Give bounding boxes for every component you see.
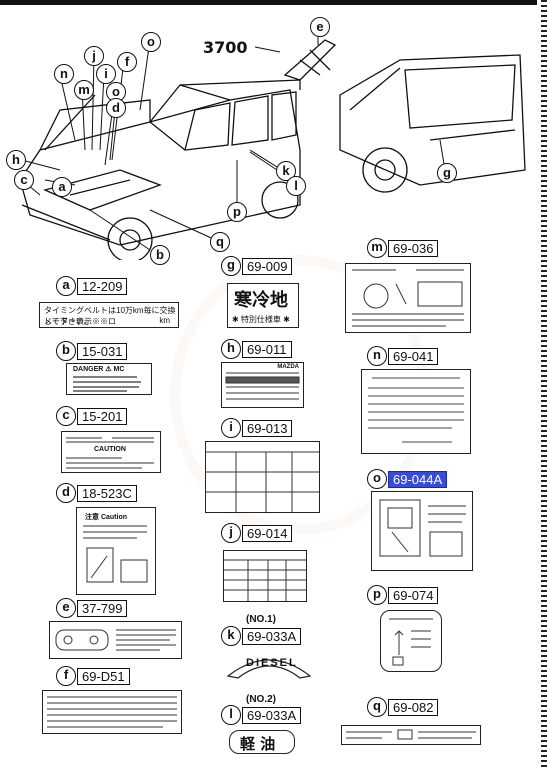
plate-o-diagram [379, 499, 466, 557]
vehicle-illustration [13, 32, 526, 260]
callout-m: m [74, 80, 94, 100]
label-e-letter: e [56, 598, 76, 618]
label-e-code: 37-799 [77, 600, 128, 617]
plate-a-line1: タイミングベルトは10万km毎に交換して下さい。 [44, 306, 176, 326]
plate-d-title: 注意 Caution [85, 514, 127, 521]
callout-f: f [117, 52, 137, 72]
callout-d: d [106, 98, 126, 118]
label-f-code: 69-D51 [77, 668, 130, 685]
plate-n-text-lines [368, 377, 464, 443]
label-k-note: (NO.1) [246, 614, 276, 625]
callout-p-top: o [141, 32, 161, 52]
callout-q: q [210, 232, 230, 252]
label-g-code: 69-009 [242, 258, 293, 275]
callout-l: l [286, 176, 306, 196]
label-k-code: 69-033A [242, 628, 302, 645]
plate-g-small: ✱ 特別仕様車 ✱ [232, 315, 290, 324]
label-o-code: 69-044A [388, 471, 448, 488]
plate-j-table [224, 559, 306, 601]
label-a-code: 12-209 [77, 278, 128, 295]
plate-c: CAUTION [61, 431, 161, 473]
label-h-letter: h [221, 339, 241, 359]
plate-m-diagram [352, 269, 464, 327]
plate-f [42, 690, 182, 734]
label-o-letter: o [367, 469, 387, 489]
label-p-code: 69-074 [388, 587, 439, 604]
callout-a: a [52, 177, 72, 197]
plate-p-diagram [389, 618, 433, 666]
callout-h: h [6, 150, 26, 170]
plate-f-grid [47, 696, 177, 728]
plate-a: タイミングベルトは10万km毎に交換して下さい。 メーター表示※※ロ km [39, 302, 179, 328]
label-j-code: 69-014 [242, 525, 293, 542]
label-h-code: 69-011 [242, 341, 292, 358]
plate-l: 軽 油 [229, 730, 295, 754]
label-g-letter: g [221, 256, 241, 276]
callout-e: e [310, 17, 330, 37]
plate-a-mark: km [159, 316, 170, 325]
plate-i [205, 441, 320, 513]
label-n-letter: n [367, 346, 387, 366]
plate-g: 寒冷地 ✱ 特別仕様車 ✱ [227, 283, 299, 328]
label-b-letter: b [56, 341, 76, 361]
label-j-letter: j [221, 523, 241, 543]
callout-g: g [437, 163, 457, 183]
label-p-letter: p [367, 585, 387, 605]
top-rule [0, 0, 537, 5]
plate-k-arc [226, 659, 312, 679]
plate-b-text-lines [73, 376, 141, 392]
plate-d: 注意 Caution [76, 507, 156, 595]
plate-d-diagram [83, 525, 148, 583]
label-a-letter: a [56, 276, 76, 296]
label-f-letter: f [56, 666, 76, 686]
label-c-letter: c [56, 406, 76, 426]
plate-a-line2: メーター表示※※ロ [44, 317, 116, 326]
plate-e [49, 621, 182, 659]
callout-j: j [84, 46, 104, 66]
plate-h-brand: MAZDA [277, 364, 299, 370]
plate-l-text: 軽 油 [240, 735, 276, 753]
label-b-code: 15-031 [77, 343, 128, 360]
label-i-code: 69-013 [242, 420, 293, 437]
callout-b: b [150, 245, 170, 265]
plate-e-diagram [55, 629, 176, 651]
plate-q [341, 725, 481, 745]
callout-p: p [227, 202, 247, 222]
label-l-code: 69-033A [242, 707, 302, 724]
label-m-code: 69-036 [388, 240, 439, 257]
label-q-letter: q [367, 697, 387, 717]
label-c-code: 15-201 [77, 408, 128, 425]
plate-c-title: CAUTION [94, 446, 126, 453]
plate-k-text: DIESEL [246, 657, 298, 669]
callout-c: c [14, 170, 34, 190]
label-d-letter: d [56, 483, 76, 503]
plate-o [371, 491, 473, 571]
label-m-letter: m [367, 238, 387, 258]
callout-i: i [96, 64, 116, 84]
plate-b: DANGER ⚠ MC [66, 363, 152, 395]
plate-b-title: DANGER ⚠ MC [73, 366, 125, 373]
plate-q-lines [346, 729, 476, 740]
label-q-code: 69-082 [388, 699, 439, 716]
callout-n: n [54, 64, 74, 84]
plate-g-big: 寒冷地 [234, 290, 288, 311]
plate-n [361, 369, 471, 454]
plate-i-table [206, 451, 319, 512]
plate-p [380, 610, 442, 672]
plate-j [223, 550, 307, 602]
label-k-letter: k [221, 626, 241, 646]
plate-h-stripes [225, 372, 300, 400]
label-l-letter: l [221, 705, 241, 725]
label-n-code: 69-041 [388, 348, 439, 365]
label-d-code: 18-523C [77, 485, 137, 502]
label-l-note: (NO.2) [246, 694, 276, 705]
plate-m [345, 263, 471, 333]
plate-c-text-lines [66, 437, 154, 469]
binding-edge [541, 0, 547, 768]
label-i-letter: i [221, 418, 241, 438]
jack-part-ref: 3700 [203, 38, 248, 57]
plate-h: MAZDA [221, 362, 304, 408]
